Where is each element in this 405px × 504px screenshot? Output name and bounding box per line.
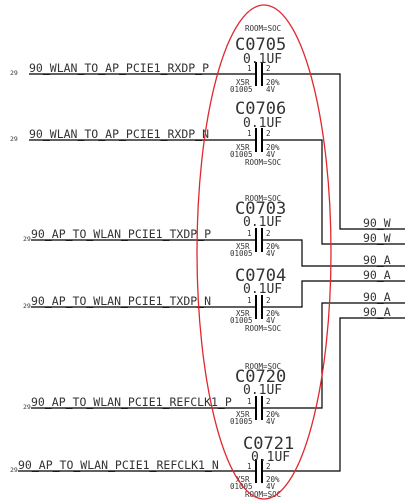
ref-designator: C0703 (235, 199, 286, 219)
capacitor-c0721: 29 90_AP_TO_WLAN_PCIE1_REFCLK1_N C0721 0… (10, 434, 294, 499)
pin1-number: 1 (247, 462, 252, 471)
pin2-number: 2 (266, 129, 271, 138)
capacitance-value: 0.1UF (243, 215, 282, 230)
tolerance: 20% (266, 309, 280, 318)
right-wiring (262, 73, 405, 472)
tolerance: 20% (266, 78, 280, 87)
package: 01005 (230, 85, 253, 94)
pin2-number: 2 (266, 296, 271, 305)
voltage: 4V (266, 249, 276, 258)
ref-designator: C0704 (235, 266, 286, 286)
voltage: 4V (266, 417, 276, 426)
package: 01005 (230, 417, 253, 426)
dielectric: X5R (236, 309, 250, 318)
room-label: ROOM=SOC (245, 194, 281, 203)
pin1-number: 1 (247, 64, 252, 73)
pin2-number: 2 (266, 397, 271, 406)
voltage: 4V (266, 482, 276, 491)
right-net-label: 90_A (363, 253, 391, 267)
right-net-label: 90_W (363, 231, 391, 245)
highlight-ellipse (196, 4, 332, 500)
dielectric: X5R (236, 242, 250, 251)
room-label: ROOM=SOC (245, 490, 281, 499)
right-net-labels: 90_W 90_W 90_A 90_A 90_A 90_A (363, 216, 391, 319)
right-net-label: 90_W (363, 216, 391, 230)
right-net-label: 90_A (363, 268, 391, 282)
net-label: 90_AP_TO_WLAN_PCIE1_REFCLK1_N (18, 458, 219, 472)
right-net-label: 90_A (363, 290, 391, 304)
ref-designator: C0705 (235, 35, 286, 55)
capacitor-c0705: 29 90_WLAN_TO_AP_PCIE1_RXDP_P ROOM=SOC C… (10, 24, 286, 94)
voltage: 4V (266, 150, 276, 159)
voltage: 4V (266, 85, 276, 94)
package: 01005 (230, 316, 253, 325)
pin1-number: 1 (247, 129, 252, 138)
pin1-number: 1 (247, 397, 252, 406)
sheet-ref: 29 (10, 466, 18, 474)
dielectric: X5R (236, 410, 250, 419)
package: 01005 (230, 249, 253, 258)
capacitance-value: 0.1UF (243, 383, 282, 398)
room-label: ROOM=SOC (245, 158, 281, 167)
ref-designator: C0721 (243, 434, 294, 454)
tolerance: 20% (266, 475, 280, 484)
net-label: 90_AP_TO_WLAN_PCIE1_TXDP_P (31, 227, 211, 241)
capacitance-value: 0.1UF (251, 450, 290, 465)
capacitance-value: 0.1UF (243, 52, 282, 67)
pin1-number: 1 (247, 229, 252, 238)
tolerance: 20% (266, 143, 280, 152)
room-label: ROOM=SOC (245, 324, 281, 333)
capacitor-c0703: 29 90_AP_TO_WLAN_PCIE1_TXDP_P ROOM=SOC C… (23, 194, 286, 258)
dielectric: X5R (236, 475, 250, 484)
voltage: 4V (266, 316, 276, 325)
capacitance-value: 0.1UF (243, 116, 282, 131)
dielectric: X5R (236, 143, 250, 152)
tolerance: 20% (266, 410, 280, 419)
tolerance: 20% (266, 242, 280, 251)
net-label: 90_WLAN_TO_AP_PCIE1_RXDP_P (29, 61, 209, 75)
capacitance-value: 0.1UF (243, 282, 282, 297)
package: 01005 (230, 482, 253, 491)
ref-designator: C0706 (235, 99, 286, 119)
package: 01005 (230, 150, 253, 159)
sheet-ref: 29 (23, 302, 31, 310)
right-net-label: 90_A (363, 305, 391, 319)
capacitor-c0720: 29 90_AP_TO_WLAN_PCIE1_REFCLK1_P ROOM=SO… (23, 362, 286, 426)
room-label: ROOM=SOC (245, 24, 281, 33)
pin1-number: 1 (247, 296, 252, 305)
net-label: 90_AP_TO_WLAN_PCIE1_TXDP_N (31, 294, 211, 308)
capacitor-c0704: 29 90_AP_TO_WLAN_PCIE1_TXDP_N C0704 0.1U… (23, 266, 286, 333)
capacitor-c0706: 29 90_WLAN_TO_AP_PCIE1_RXDP_N C0706 0.1U… (10, 99, 286, 167)
sheet-ref: 29 (23, 403, 31, 411)
net-label: 90_AP_TO_WLAN_PCIE1_REFCLK1_P (31, 395, 232, 409)
room-label: ROOM=SOC (245, 362, 281, 371)
net-label: 90_WLAN_TO_AP_PCIE1_RXDP_N (29, 127, 209, 141)
pin2-number: 2 (266, 64, 271, 73)
pin2-number: 2 (266, 229, 271, 238)
sheet-ref: 29 (10, 69, 18, 77)
sheet-ref: 29 (10, 135, 18, 143)
pin2-number: 2 (266, 462, 271, 471)
sheet-ref: 29 (23, 235, 31, 243)
ref-designator: C0720 (235, 367, 286, 387)
dielectric: X5R (236, 78, 250, 87)
